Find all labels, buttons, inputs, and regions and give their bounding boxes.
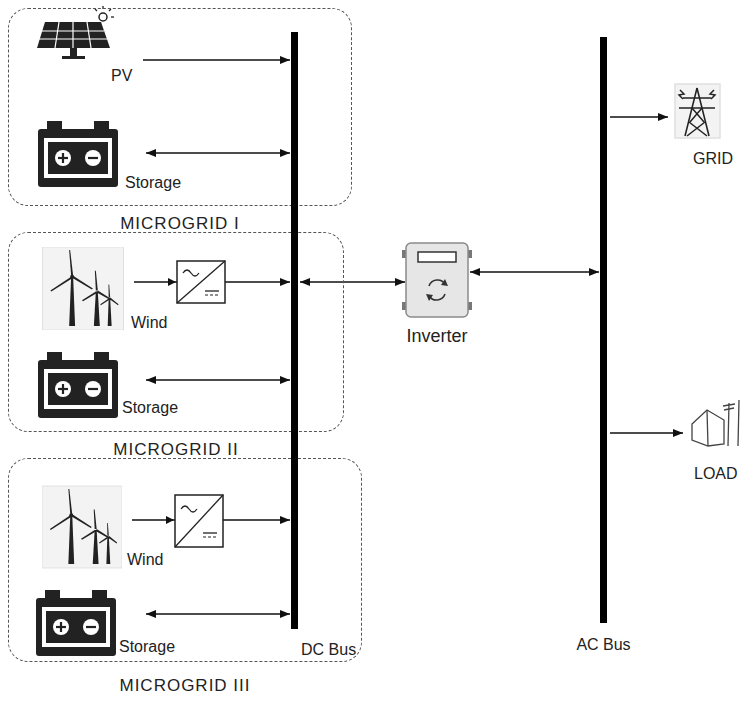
dc-bus: DC Bus	[291, 32, 298, 629]
inverter: Inverter	[406, 243, 468, 317]
microgrid-group: MICROGRID IPVStorage	[8, 8, 352, 206]
connector-arrow	[146, 152, 290, 154]
load: LOAD	[690, 397, 740, 446]
storage-unit: Storage	[37, 591, 117, 657]
microgrid-group: MICROGRID IIIWindStorage	[8, 458, 362, 662]
group-heading: MICROGRID I	[9, 215, 351, 233]
converter-symbol	[168, 261, 225, 303]
connector-arrow	[146, 613, 290, 615]
node-label: Inverter	[366, 327, 508, 345]
connector-arrow	[143, 59, 290, 61]
connector-arrow	[610, 432, 683, 434]
wind-source: Wind	[43, 485, 123, 571]
connector-arrow	[610, 116, 668, 118]
node-label: Wind	[131, 314, 167, 332]
node-label: AC Bus	[560, 636, 647, 654]
node-label: LOAD	[694, 465, 738, 483]
solar-panel-icon	[37, 6, 114, 59]
connector-arrow	[470, 271, 599, 273]
connector-arrow	[300, 281, 405, 283]
node-label: Storage	[122, 399, 178, 417]
node-label: DC Bus	[301, 641, 356, 659]
storage-unit: Storage	[39, 353, 119, 419]
battery-icon	[38, 121, 118, 187]
converter-symbol	[166, 495, 223, 547]
node-label: PV	[111, 67, 132, 85]
battery-icon	[38, 352, 118, 418]
storage-unit: Storage	[39, 122, 119, 188]
battery-icon	[36, 590, 116, 656]
group-heading: MICROGRID III	[9, 677, 361, 695]
node-label: Storage	[119, 638, 175, 656]
wind-turbine-icon	[42, 247, 123, 330]
ac-bus: AC Bus	[600, 37, 607, 623]
grid: GRID	[675, 84, 720, 138]
node-label: Storage	[125, 174, 181, 192]
wind-source: Wind	[43, 248, 125, 331]
grid-tower-icon	[675, 84, 720, 138]
node-label: GRID	[693, 150, 733, 168]
connector-arrow	[146, 379, 290, 381]
pv-source: PV	[39, 13, 115, 65]
wind-turbine-icon	[42, 486, 122, 568]
node-label: Wind	[127, 551, 163, 569]
inverter-icon	[402, 243, 472, 317]
house-icon	[692, 400, 739, 446]
